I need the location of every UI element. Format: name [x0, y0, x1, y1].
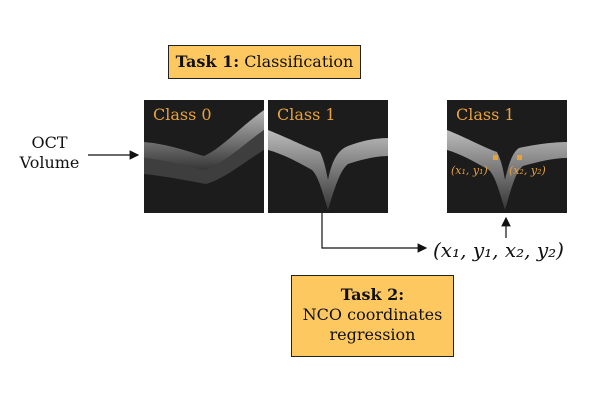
class-label: Class 0: [153, 105, 212, 124]
class-label: Class 1: [456, 105, 515, 124]
class-label: Class 1: [277, 105, 336, 124]
task1-prefix: Task 1:: [175, 52, 240, 71]
regression-arrow: [321, 213, 428, 253]
oct-scan-graphic: [447, 130, 567, 210]
nco-point-2: [517, 155, 522, 160]
oct-image-class1-annotated: Class 1 (x₁, y₁) (x₂, y₂): [447, 100, 567, 213]
task2-title: Task 2:: [340, 285, 405, 304]
task2-line1: NCO coordinates: [302, 305, 443, 324]
oct-volume-label: OCT Volume: [12, 133, 87, 173]
nco-point-1: [493, 155, 498, 160]
oct-label-line2: Volume: [19, 153, 80, 172]
oct-scan-graphic: [268, 130, 388, 210]
oct-image-class1: Class 1: [268, 100, 388, 213]
coord-label-1: (x₁, y₁): [451, 164, 488, 177]
task1-box: Task 1: Classification: [168, 45, 361, 79]
task1-text: Classification: [244, 52, 354, 71]
regression-output: (x₁, y₁, x₂, y₂): [433, 238, 564, 262]
oct-scan-graphic: [144, 110, 264, 184]
oct-image-class0: Class 0: [144, 100, 264, 213]
task2-line2: regression: [329, 325, 416, 344]
oct-label-line1: OCT: [31, 133, 68, 152]
coord-label-2: (x₂, y₂): [509, 164, 546, 177]
task2-box: Task 2: NCO coordinates regression: [291, 275, 454, 357]
